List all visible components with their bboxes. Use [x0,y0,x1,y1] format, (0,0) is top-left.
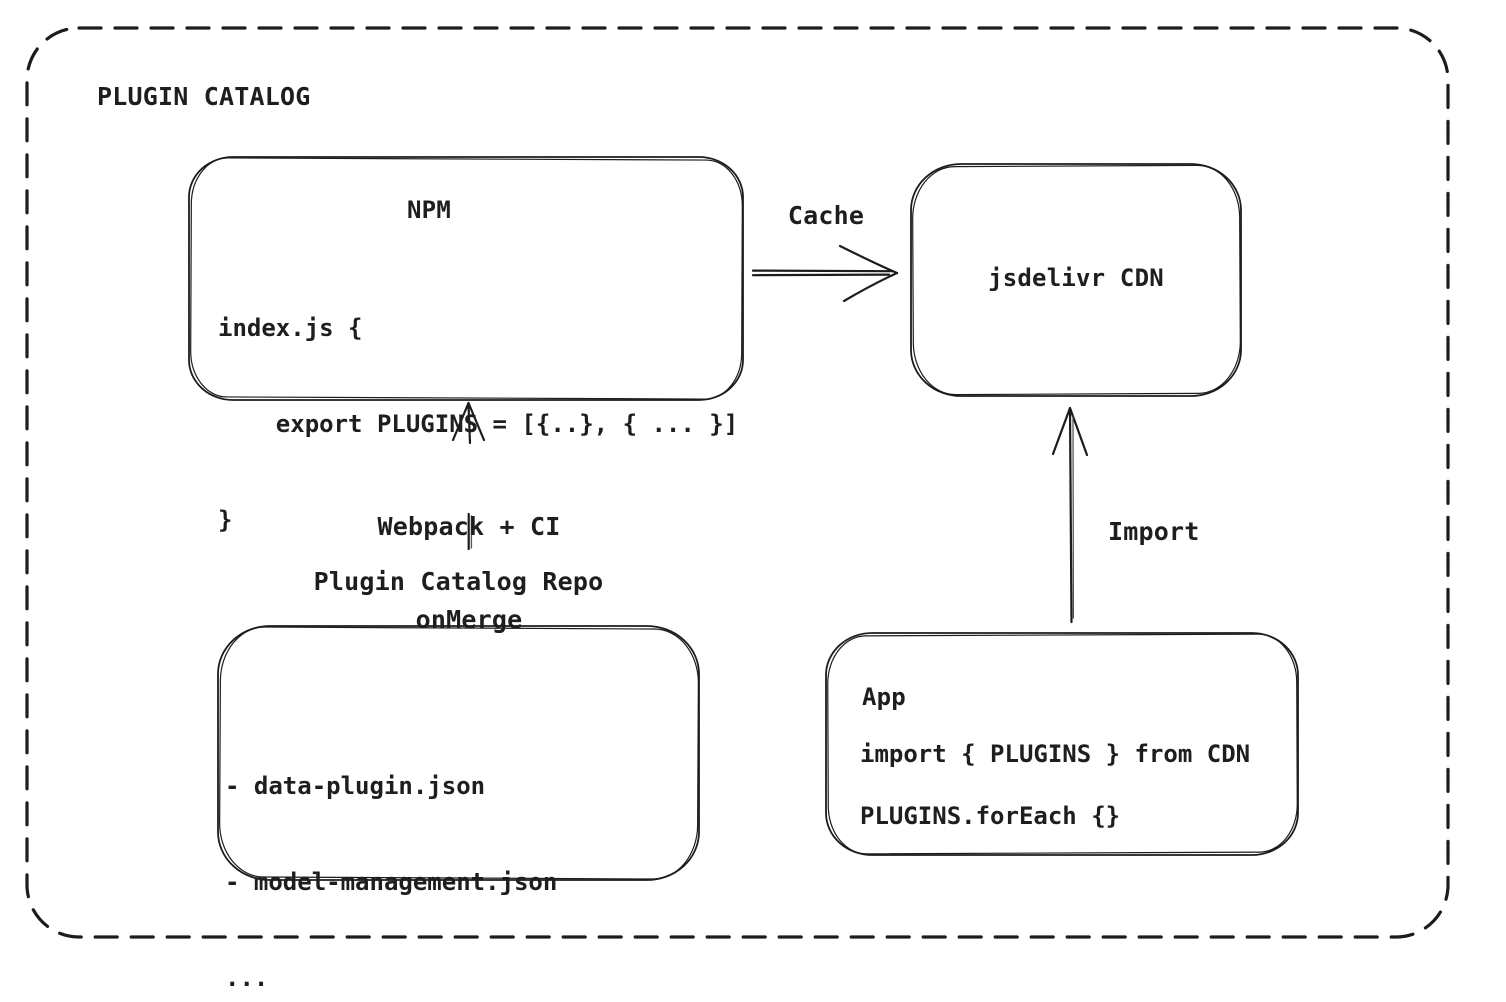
plugin-catalog-frame [25,26,1450,939]
diagram-title: PLUGIN CATALOG [97,82,311,111]
repo-node-outline [217,625,700,881]
build-arrow-label-line: onMerge [415,605,523,634]
cdn-node-outline [910,163,1242,397]
app-node-outline [825,632,1299,856]
repo-file-item: - data-plugin.json [225,772,486,800]
import-arrow [1051,406,1089,624]
import-arrow-label: Import [1108,517,1200,546]
cache-arrow [751,244,899,303]
build-arrow [451,401,486,551]
cache-arrow-label: Cache [787,201,865,230]
npm-node-title: NPM [407,196,451,224]
npm-code-line: } [218,506,233,534]
npm-code-line: export PLUGINS = [{..}, { ... }] [218,410,739,438]
cdn-node-title: jsdelivr CDN [988,264,1164,292]
repo-file-item: - model-management.json [225,868,558,896]
repo-node-label: Plugin Catalog Repo [313,567,604,596]
app-node-title: App [862,683,906,711]
build-arrow-label: Webpack + CI onMerge [354,449,584,697]
npm-code-line: index.js { [218,314,363,342]
app-code-line: PLUGINS.forEach {} [860,802,1121,830]
npm-code-block: index.js { export PLUGINS = [{..}, { ...… [218,248,738,600]
npm-node-outline [188,156,744,401]
app-code-line: import { PLUGINS } from CDN [860,740,1251,768]
repo-file-item: ... [225,964,269,992]
repo-file-list: - data-plugin.json - model-management.js… [225,706,557,1002]
build-arrow-label-line: Webpack + CI [377,512,561,541]
